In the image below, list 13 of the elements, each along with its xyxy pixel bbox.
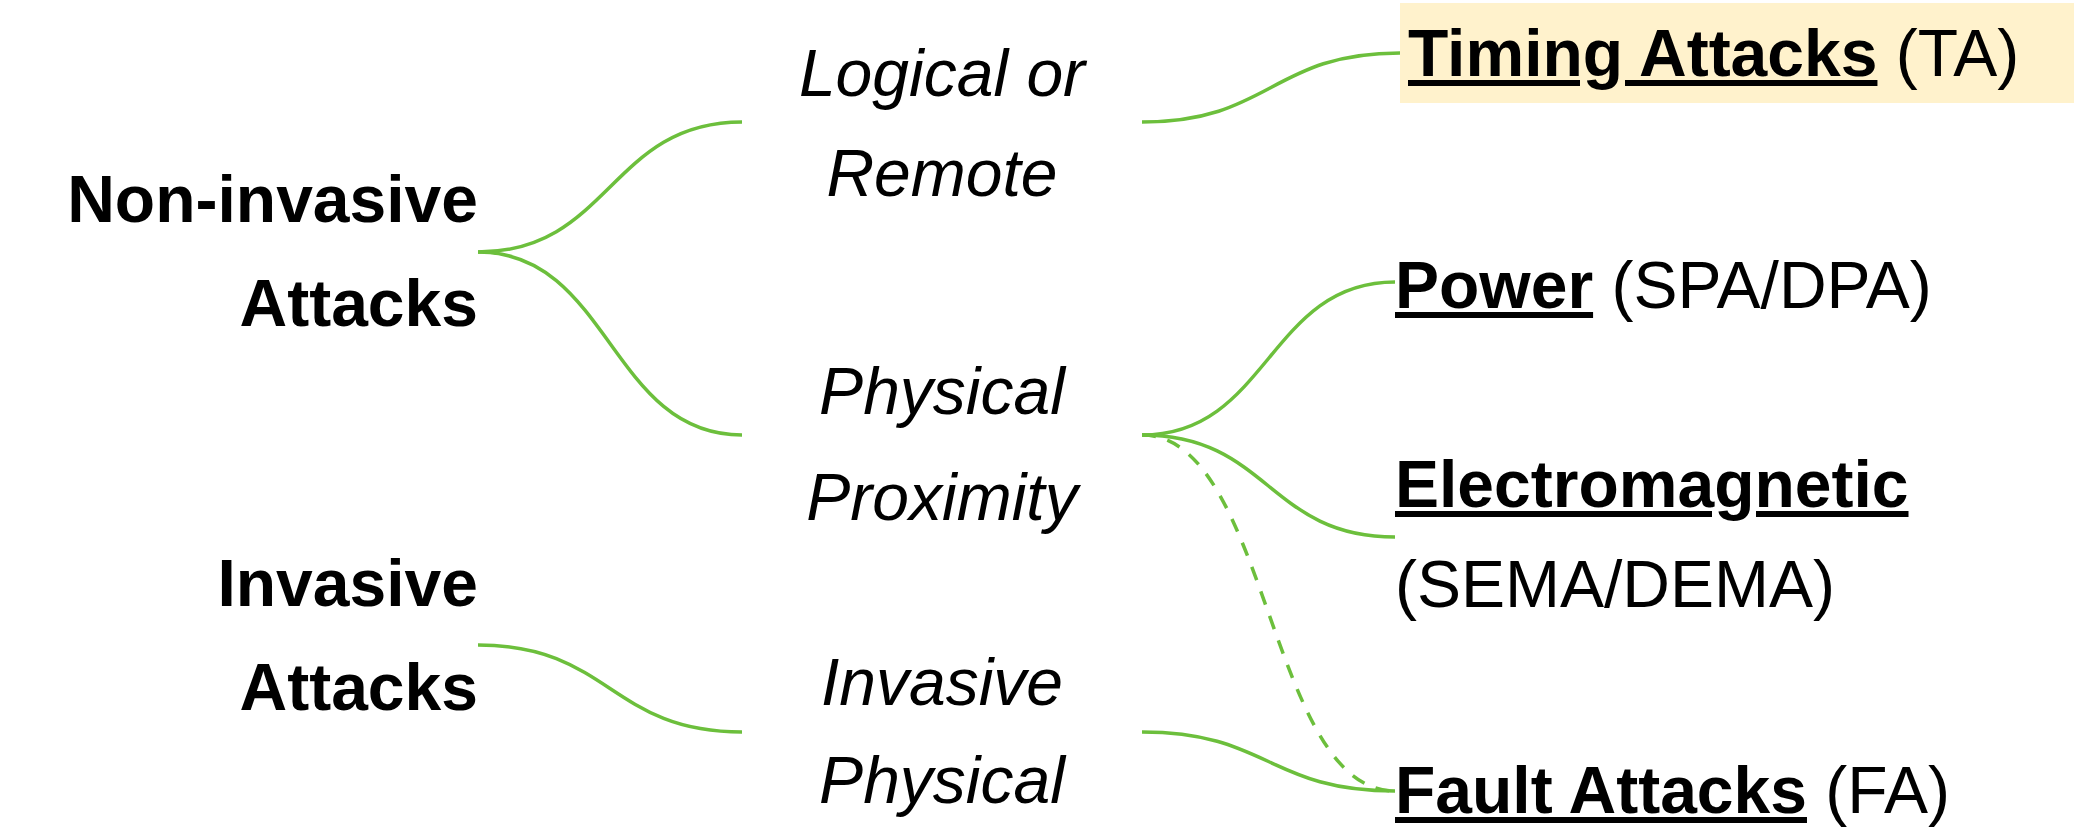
- connector-line: [477, 643, 743, 734]
- connector-line: [477, 250, 743, 437]
- connector-line: [1141, 51, 1401, 124]
- highlighted-label: Timing Attacks (TA): [1400, 3, 2074, 103]
- node-label: Non-invasive Attacks: [0, 147, 478, 355]
- node-label: Invasive Physical: [742, 633, 1142, 829]
- node-label: Physical Proximity: [742, 338, 1142, 550]
- connector-line: [1141, 730, 1396, 793]
- node-label: Invasive Attacks: [0, 531, 478, 739]
- node-label: Electromagnetic (SEMA/DEMA): [1395, 434, 2035, 634]
- node-label: Power (SPA/DPA): [1395, 235, 2055, 335]
- node-label: Logical or Remote: [742, 23, 1142, 223]
- node-label: Fault Attacks (FA): [1395, 752, 2055, 828]
